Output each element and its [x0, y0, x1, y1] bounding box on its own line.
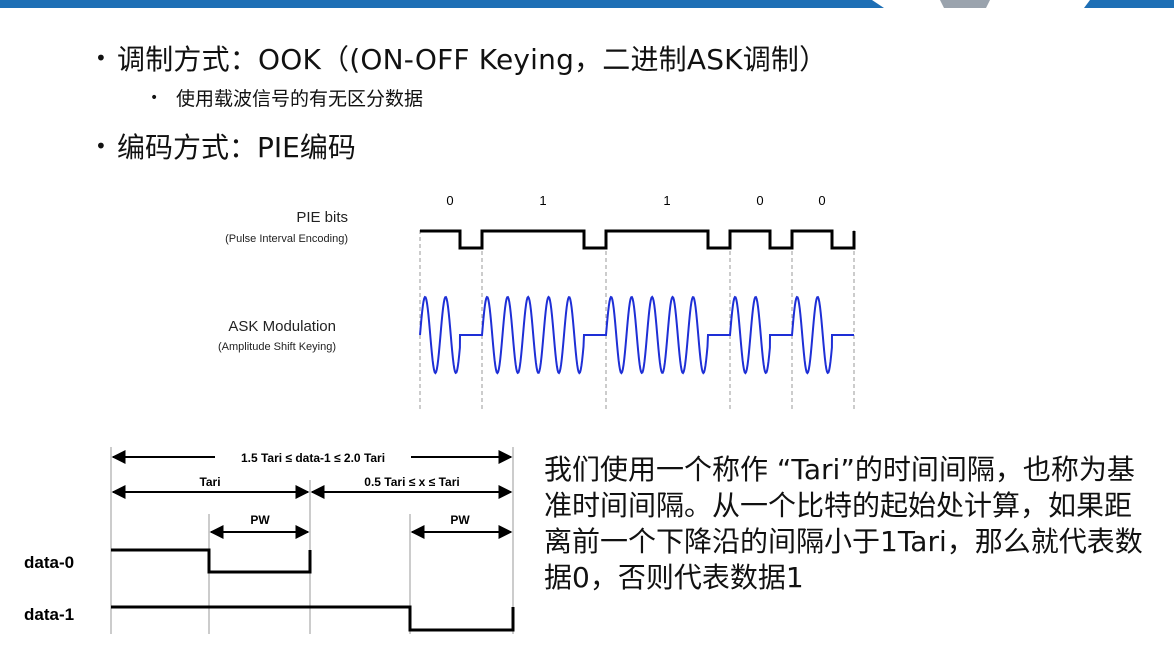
bullet-modulation-sub-text: 使用载波信号的有无区分数据: [176, 88, 424, 110]
data0-signal: [111, 548, 312, 574]
bullet-encoding-text: 编码方式：PIE编码: [117, 131, 356, 164]
bullet-modulation-sub: • 使用载波信号的有无区分数据: [150, 84, 423, 111]
bit-label: 1: [539, 193, 546, 208]
bullet-dot: •: [95, 46, 107, 70]
data1-signal: [111, 605, 515, 632]
ask-title: ASK Modulation: [228, 318, 336, 335]
bit-label: 1: [663, 193, 670, 208]
bit-labels: 0 1 1 0 0: [446, 193, 825, 208]
data1-label: data-1: [24, 605, 74, 624]
bit-label: 0: [756, 193, 763, 208]
header-bar: [0, 0, 1174, 8]
tari-description: 我们使用一个称作 “Tari”的时间间隔，也称为基准时间间隔。从一个比特的起始处…: [544, 453, 1143, 594]
tari-label: Tari: [199, 475, 220, 489]
pie-ask-diagram: PIE bits (Pulse Interval Encoding) ASK M…: [218, 193, 856, 410]
bullet-dot: •: [95, 134, 107, 158]
pie-bits-subtitle: (Pulse Interval Encoding): [225, 233, 348, 245]
tari-timing-diagram: 1.5 Tari ≤ data-1 ≤ 2.0 Tari Tari 0.5 Ta…: [24, 447, 515, 634]
bullet-dot: •: [150, 90, 159, 106]
bit-boundary-lines: [419, 230, 855, 410]
bullet-modulation: • 调制方式：OOK（(ON-OFF Keying，二进制ASK调制）: [95, 38, 827, 78]
ask-waveform: [419, 295, 854, 375]
bit-label: 0: [818, 193, 825, 208]
bullet-encoding: • 编码方式：PIE编码: [95, 126, 356, 166]
pie-waveform: [420, 229, 856, 250]
bullet-modulation-text: 调制方式：OOK（(ON-OFF Keying，二进制ASK调制）: [117, 43, 828, 76]
data0-label: data-0: [24, 553, 74, 572]
range-label: 1.5 Tari ≤ data-1 ≤ 2.0 Tari: [241, 451, 385, 465]
bit-label: 0: [446, 193, 453, 208]
ask-subtitle: (Amplitude Shift Keying): [218, 341, 336, 353]
x-label: 0.5 Tari ≤ x ≤ Tari: [364, 475, 459, 489]
pw-label-1: PW: [250, 513, 270, 527]
pw-label-2: PW: [450, 513, 470, 527]
pie-bits-title: PIE bits: [296, 209, 348, 226]
